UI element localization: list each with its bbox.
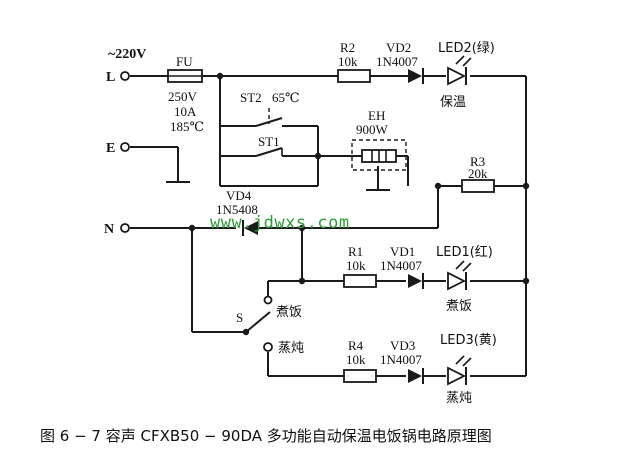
diode-vd1 [408, 273, 424, 289]
vd2-model-label: 1N4007 [376, 54, 418, 69]
resistor-r4 [343, 369, 377, 383]
terminal-n [120, 223, 130, 233]
thermostat-st1 [255, 147, 283, 157]
vd3-model-label: 1N4007 [380, 352, 422, 367]
led3 [447, 355, 472, 386]
vd4-model-label: 1N5408 [216, 202, 258, 217]
resistor-r3 [461, 179, 495, 193]
r2-value-label: 10k [338, 54, 358, 69]
r1-name-label: R1 [348, 244, 363, 259]
r4-name-label: R4 [348, 338, 364, 353]
led2-function-label: 保温 [440, 95, 466, 110]
led1-name-label: LED1(红) [436, 244, 493, 260]
led2-name-label: LED2(绿) [438, 41, 495, 56]
r1-value-label: 10k [346, 258, 366, 273]
r2-name-label: R2 [340, 40, 355, 55]
switch-stew-label: 蒸炖 [278, 341, 304, 356]
thermostat-st2 [255, 108, 283, 127]
terminal-l [120, 71, 130, 81]
switch-terminal-stew [263, 342, 273, 352]
switch-cook-label: 煮饭 [276, 305, 302, 320]
heater-power-label: 900W [356, 122, 389, 137]
st2-temp-label: 65℃ [272, 90, 300, 105]
r3-value-label: 20k [468, 166, 488, 181]
watermark-text: www.jdwxs.com [210, 213, 350, 233]
heater-name-label: EH [368, 108, 385, 123]
led2 [447, 55, 472, 86]
diode-vd3 [408, 368, 424, 384]
wiring [130, 75, 527, 377]
figure-caption: 图 6 − 7 容声 CFXB50 − 90DA 多功能自动保温电饭锅电路原理图 [40, 427, 492, 445]
selector-switch-s [245, 311, 271, 333]
fuse-current-label: 10A [174, 104, 197, 119]
led3-function-label: 蒸炖 [446, 391, 472, 406]
supply-voltage-label: ~220V [108, 47, 146, 62]
vd3-name-label: VD3 [390, 338, 415, 353]
vd1-name-label: VD1 [390, 244, 415, 259]
switch-terminal-cook [263, 295, 273, 305]
fuse-temp-label: 185℃ [170, 119, 204, 134]
led3-name-label: LED3(黄) [440, 333, 497, 348]
r4-value-label: 10k [346, 352, 366, 367]
led1 [447, 260, 472, 291]
heater-eh [351, 139, 407, 171]
vd4-name-label: VD4 [226, 188, 252, 203]
r3-name-label: R3 [470, 154, 485, 169]
diode-vd4 [242, 220, 258, 236]
fuse-name-label: FU [176, 54, 193, 69]
led1-function-label: 煮饭 [446, 299, 472, 314]
resistor-r1 [343, 274, 377, 288]
st1-name-label: ST1 [258, 134, 280, 149]
vd2-name-label: VD2 [386, 40, 411, 55]
diode-vd2 [408, 68, 424, 84]
earth-e-label: E [106, 141, 115, 156]
st2-name-label: ST2 [240, 90, 262, 105]
switch-name-label: S [236, 310, 243, 325]
line-l-label: L [106, 70, 115, 85]
vd1-model-label: 1N4007 [380, 258, 422, 273]
neutral-n-label: N [104, 222, 114, 237]
resistor-r2 [337, 69, 371, 83]
terminals [120, 71, 530, 352]
fuse-fu [167, 69, 203, 83]
terminal-e [120, 142, 130, 152]
fuse-voltage-label: 250V [168, 89, 198, 104]
